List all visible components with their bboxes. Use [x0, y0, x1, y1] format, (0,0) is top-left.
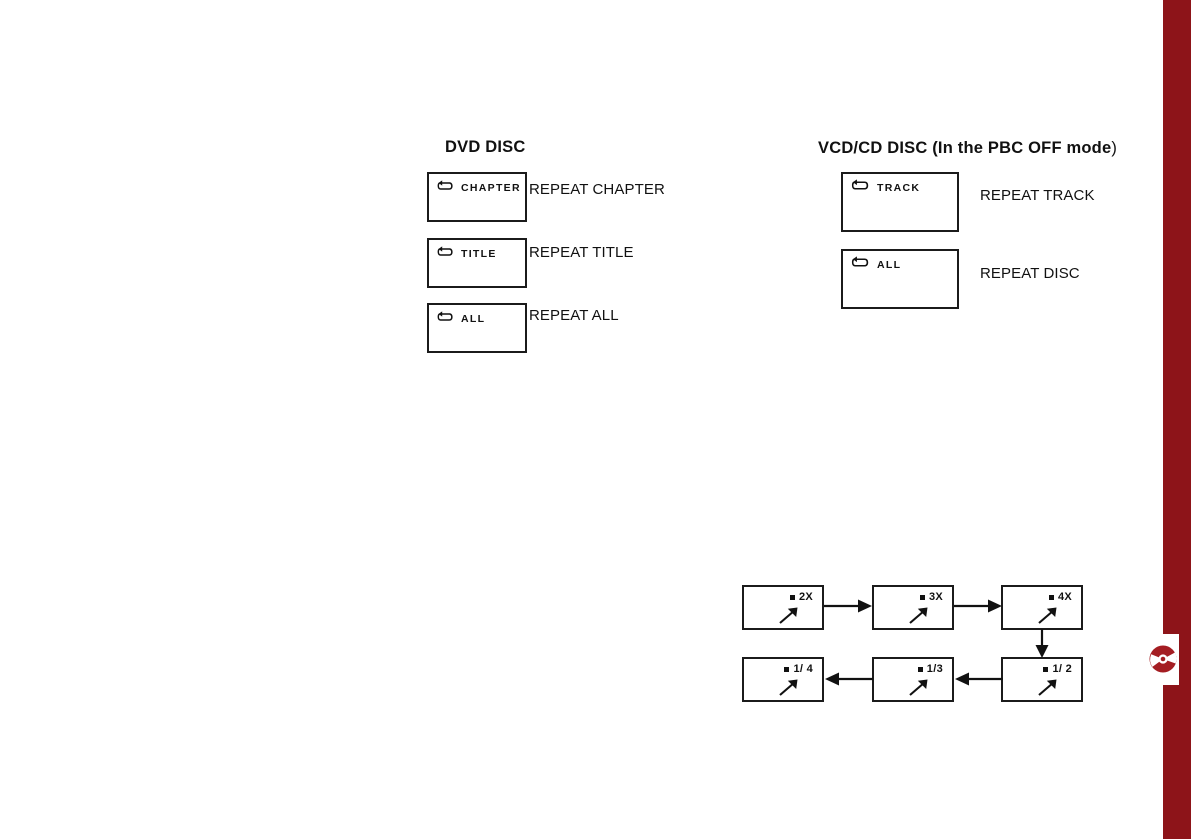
vcd-description-disc: REPEAT DISC: [980, 265, 1080, 282]
speed-label-one-half: 1/ 2: [1052, 663, 1072, 675]
dvd-description-title: REPEAT TITLE: [529, 244, 634, 261]
speed-box-one-quarter: 1/ 4: [742, 657, 824, 702]
speed-bullet-icon: [917, 667, 923, 672]
slow-forward-arrow-icon: [1037, 605, 1059, 630]
vcd-section-title-tail: ): [1111, 139, 1118, 157]
speed-box-one-half: 1/ 2: [1001, 657, 1083, 702]
dvd-box-label-chapter: CHAPTER: [461, 181, 521, 194]
speed-bullet-icon: [784, 667, 790, 672]
right-edge-accent-bar: [1163, 0, 1191, 839]
speed-label-3x: 3X: [928, 591, 943, 603]
speed-label-4x: 4X: [1057, 591, 1072, 603]
vcd-box-label-all: ALL: [877, 258, 902, 271]
dvd-description-chapter: REPEAT CHAPTER: [529, 181, 665, 198]
dvd-repeat-title-box: TITLE: [427, 238, 527, 288]
vcd-repeat-disc-box: ALL: [841, 249, 959, 309]
slow-forward-arrow-icon: [778, 677, 800, 702]
speed-bullet-icon: [919, 595, 925, 600]
dvd-description-all: REPEAT ALL: [529, 307, 619, 324]
speed-bullet-icon: [1043, 667, 1049, 672]
vcd-description-track: REPEAT TRACK: [980, 187, 1095, 204]
slow-forward-arrow-icon: [1037, 677, 1059, 702]
slow-forward-arrow-icon: [908, 677, 930, 702]
repeat-folder-icon: [851, 179, 870, 197]
dvd-repeat-all-box: ALL: [427, 303, 527, 353]
speed-label-one-third: 1/3: [926, 663, 943, 675]
dvd-box-label-title: TITLE: [461, 247, 497, 260]
dvd-section-title: DVD DISC: [445, 138, 526, 156]
arrow-half-to-third: [951, 671, 1003, 692]
arrow-third-to-quarter: [821, 671, 873, 692]
speed-label-one-quarter: 1/ 4: [793, 663, 813, 675]
repeat-folder-icon: [437, 245, 454, 263]
slow-forward-arrow-icon: [908, 605, 930, 630]
repeat-folder-icon: [851, 256, 870, 274]
dvd-repeat-chapter-box: CHAPTER: [427, 172, 527, 222]
arrow-4x-to-half: [1034, 629, 1050, 664]
speed-box-2x: 2X: [742, 585, 824, 630]
repeat-folder-icon: [437, 310, 454, 328]
vcd-section-title: VCD/CD DISC (In the PBC OFF mode): [818, 139, 1117, 158]
speed-bullet-icon: [1048, 595, 1054, 600]
speed-label-2x: 2X: [798, 591, 813, 603]
vcd-section-title-bold: VCD/CD DISC (In the PBC OFF mode: [818, 139, 1112, 157]
vcd-box-label-track: TRACK: [877, 181, 921, 194]
disc-icon: [1148, 643, 1178, 675]
slow-forward-arrow-icon: [778, 605, 800, 630]
arrow-2x-to-3x: [824, 598, 874, 619]
dvd-box-label-all: ALL: [461, 312, 486, 325]
speed-bullet-icon: [789, 595, 795, 600]
repeat-folder-icon: [437, 179, 454, 197]
arrow-3x-to-4x: [954, 598, 1004, 619]
speed-box-one-third: 1/3: [872, 657, 954, 702]
speed-box-3x: 3X: [872, 585, 954, 630]
speed-box-4x: 4X: [1001, 585, 1083, 630]
vcd-repeat-track-box: TRACK: [841, 172, 959, 232]
